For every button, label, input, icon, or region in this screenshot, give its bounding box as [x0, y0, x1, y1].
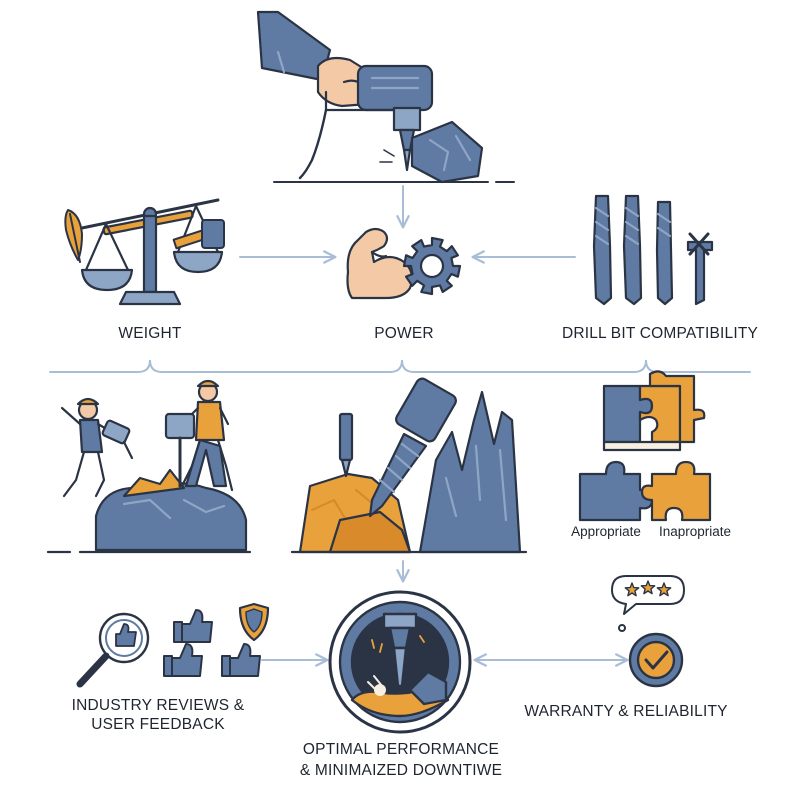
feather-icon — [64, 209, 83, 263]
rock-icon — [290, 377, 528, 554]
reviews-label-line1: INDUSTRY REVIEWS & — [71, 697, 245, 714]
balance-scale-icon — [80, 198, 224, 306]
checkmark-badge-icon — [628, 632, 684, 688]
reviews-label-line2: USER FEEDBACK — [91, 716, 225, 733]
core-performance-icon — [328, 590, 472, 734]
hammer-icon — [172, 219, 225, 250]
thumbs-up-icon — [163, 609, 261, 677]
drill-bit-compatibility-label: DRILL BIT COMPATIBILITY — [561, 325, 759, 342]
shield-icon — [238, 602, 270, 642]
flexed-arm-icon — [346, 227, 414, 300]
drill-bits-icon — [592, 194, 714, 306]
power-label: POWER — [374, 325, 434, 342]
inappropriate-label: Inapropriate — [658, 524, 732, 539]
workers-icon — [46, 379, 252, 554]
gear-icon — [402, 236, 462, 296]
stars-bubble-icon — [611, 575, 685, 632]
appropriate-label: Appropriate — [571, 524, 641, 539]
puzzle-icon — [578, 370, 712, 522]
hand-drill-icon — [256, 10, 515, 184]
weight-label: WEIGHT — [118, 325, 182, 342]
warranty-label: WARRANTY & RELIABILITY — [524, 703, 728, 720]
connectors — [49, 185, 751, 667]
magnifier-icon — [76, 612, 150, 688]
connector-bracket — [49, 359, 751, 373]
optimal-label-line2: & MINIMAIZED DOWNTIWE — [299, 762, 503, 779]
optimal-label-line1: OPTIMAL PERFORMANCE — [302, 741, 500, 758]
